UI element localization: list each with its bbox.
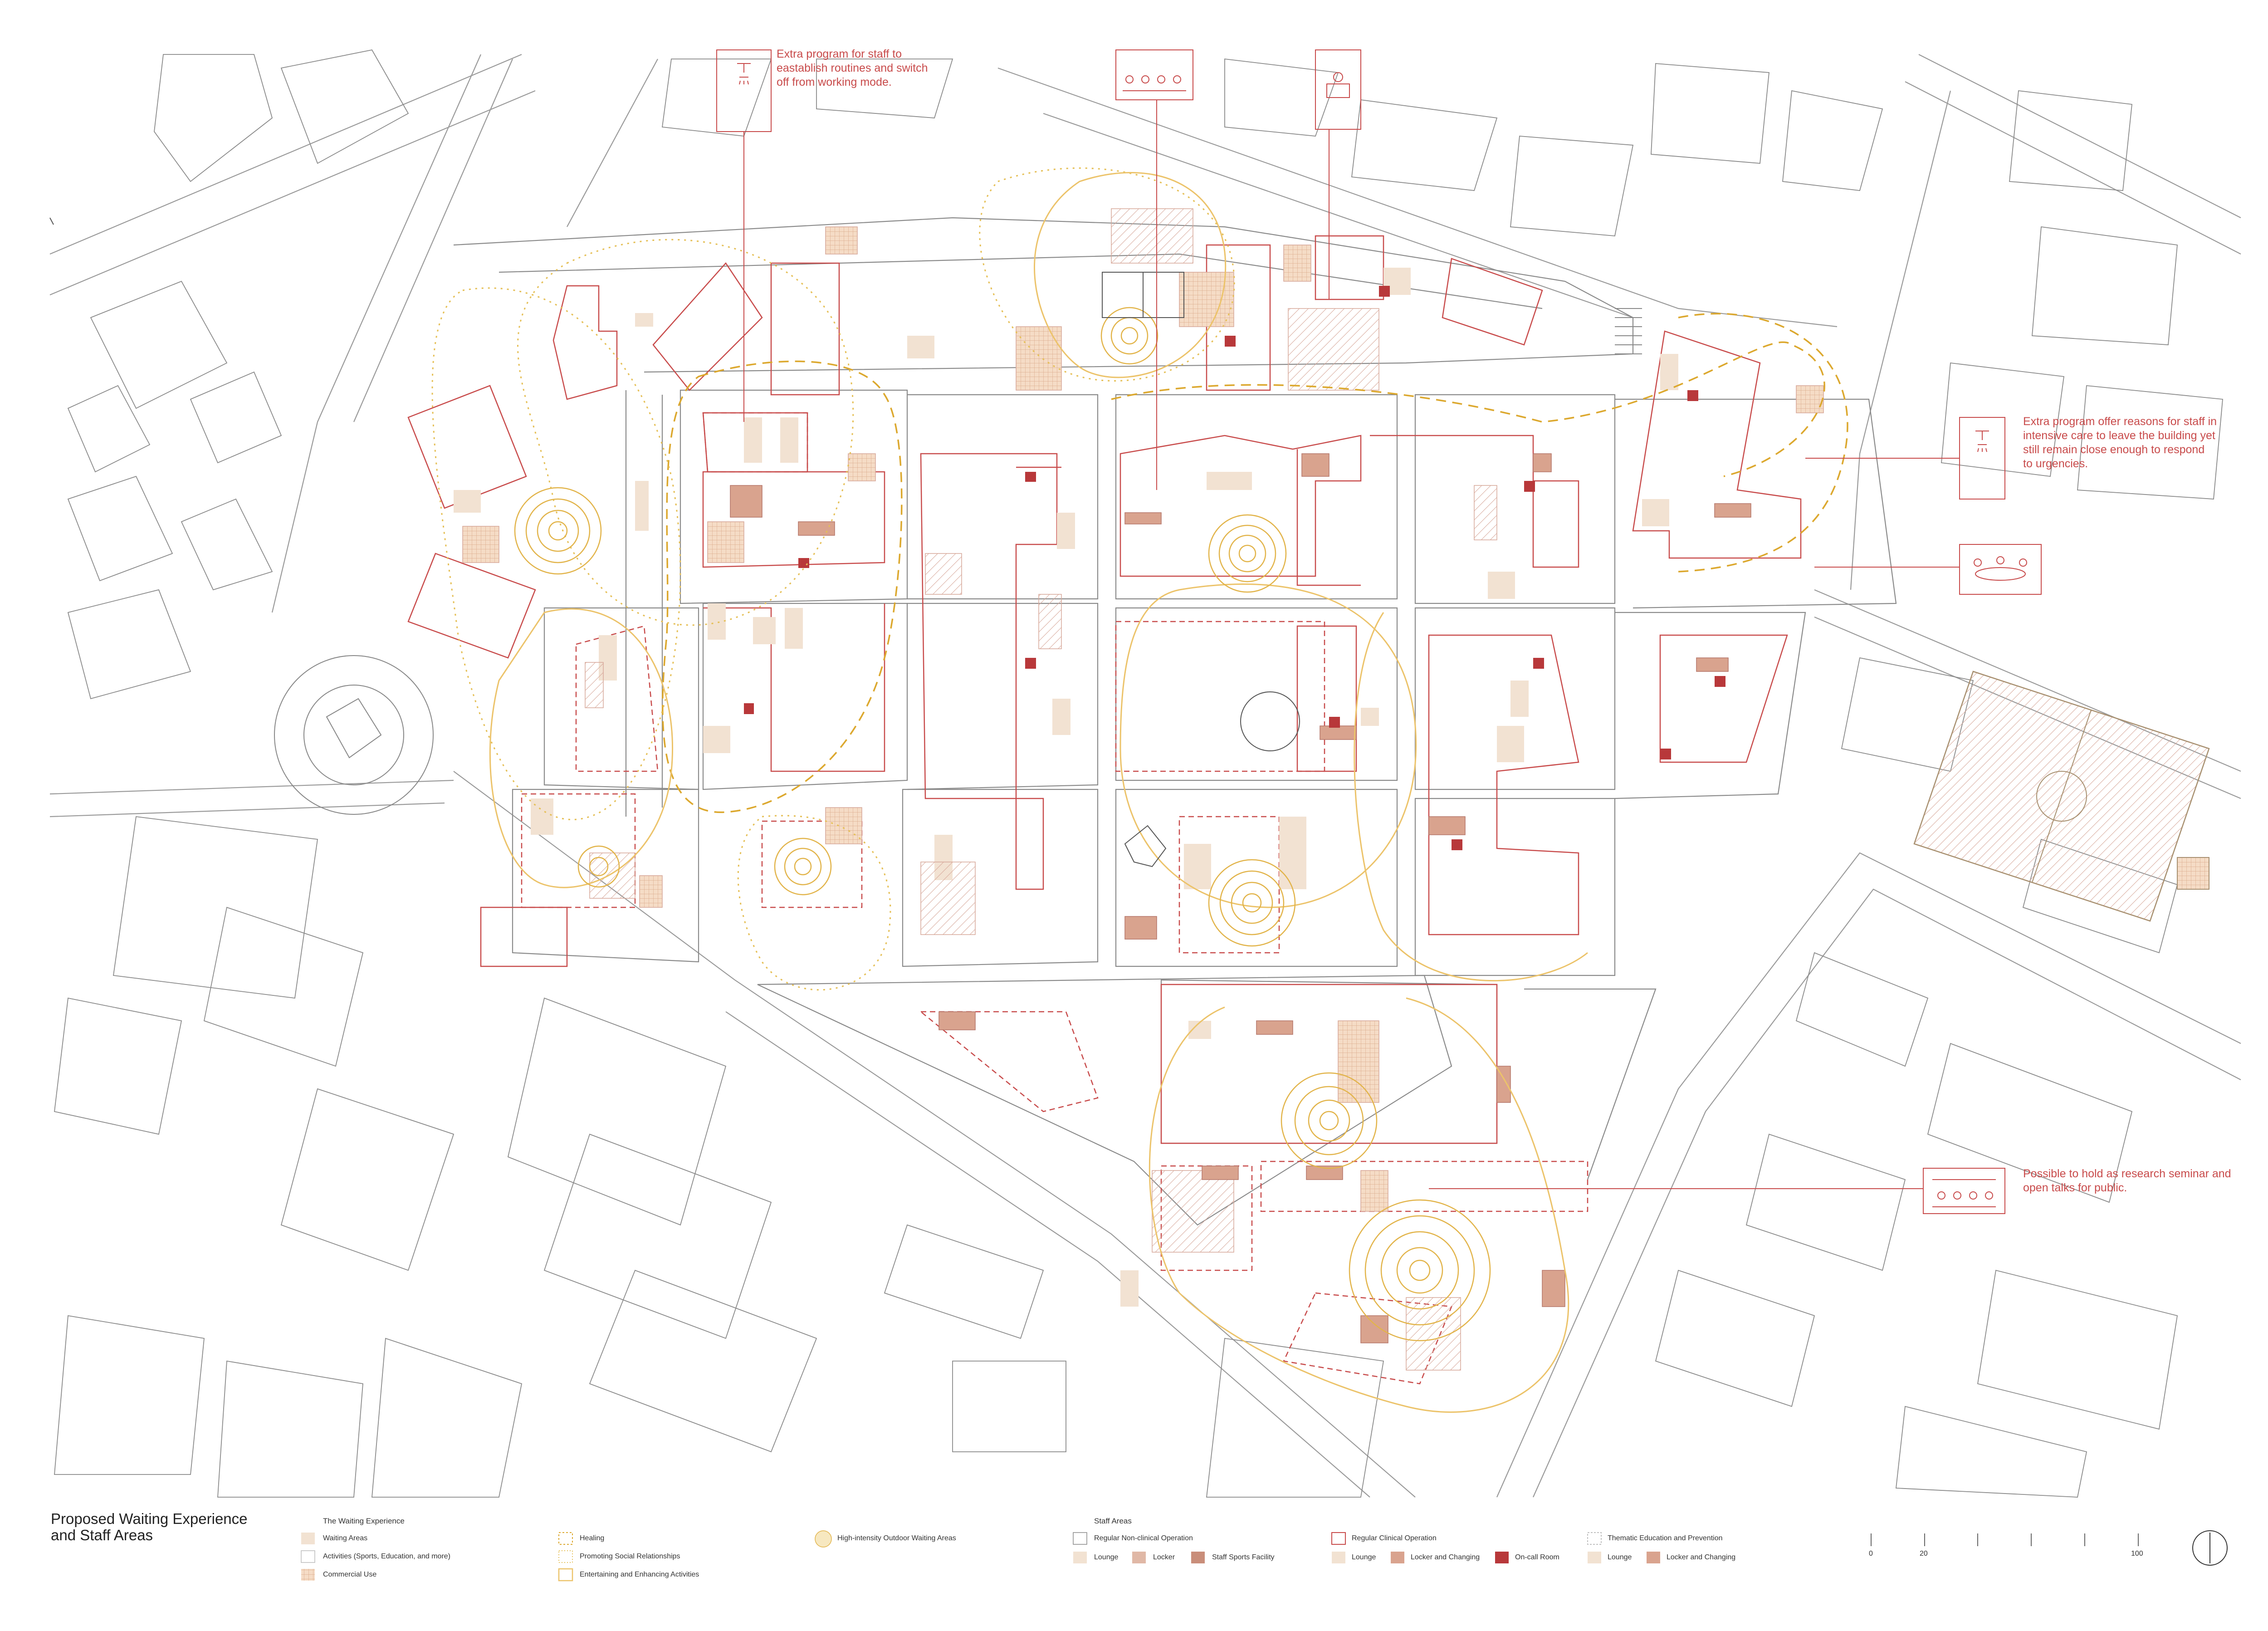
ring-4 [774, 838, 832, 896]
context-blocks [54, 49, 2223, 1498]
scale-label-100: 100 [2131, 1550, 2143, 1558]
high-intensity-waiting-areas [514, 307, 1491, 1342]
seminar-icon [1115, 49, 1193, 100]
legend-nc-sports: Staff Sports Facility [1212, 1553, 1275, 1561]
legend-commercial: Commercial Use [323, 1571, 377, 1578]
campus-details [1102, 272, 1642, 867]
scale-label-20: 20 [1920, 1550, 1928, 1558]
legend-activities: Activities (Sports, Education, and more) [323, 1553, 451, 1560]
shower-icon-2 [1959, 417, 2005, 500]
ring-2 [1100, 307, 1158, 365]
activity-areas [585, 208, 1497, 1371]
legend-c-oncall: On-call Room [1515, 1553, 1559, 1561]
ring-5 [1208, 859, 1296, 947]
reading-icon [1315, 49, 1361, 130]
context-streets [49, 54, 2241, 1498]
ring-1 [514, 487, 602, 575]
legend-staff-heading: Staff Areas [1094, 1517, 1132, 1525]
legend-social: Promoting Social Relationships [580, 1553, 680, 1560]
legend-clinical: Regular Clinical Operation [1352, 1534, 1437, 1542]
social-zones [662, 313, 1848, 813]
roundabout [274, 655, 434, 815]
legend-c-lounge: Lounge [1352, 1553, 1376, 1561]
north-arrow-icon [2192, 1530, 2228, 1566]
shower-icon [716, 49, 772, 132]
legend-healing: Healing [580, 1534, 605, 1542]
legend-c-locker: Locker and Changing [1411, 1553, 1480, 1561]
commercial-use [462, 226, 1824, 1212]
ring-6 [1281, 1072, 1378, 1169]
legend-waiting-areas: Waiting Areas [323, 1534, 368, 1542]
callout-leaders [743, 100, 1960, 1189]
healing-zones [431, 167, 1235, 991]
legend-non-clinical: Regular Non-clinical Operation [1094, 1534, 1193, 1542]
thematic-dashed-areas [521, 412, 1589, 1385]
annotation-intensive-care: Extra program offer reasons for staff in… [2023, 415, 2217, 470]
annotation-research-seminar: Possible to hold as research seminar and… [2023, 1167, 2231, 1194]
legend-entertaining: Entertaining and Enhancing Activities [580, 1571, 699, 1578]
ring-3 [1208, 514, 1287, 593]
scale-bar [1871, 1533, 2139, 1546]
legend-thematic: Thematic Education and Prevention [1608, 1534, 1723, 1542]
entertaining-zones [489, 172, 1588, 1413]
annotation-staff-routines: Extra program for staff to eastablish ro… [777, 48, 928, 88]
ring-8 [577, 845, 620, 888]
on-call-rooms [744, 286, 1725, 850]
legend-swatches [301, 1530, 1660, 1582]
campus-roads [453, 217, 1897, 1226]
dining-icon [1959, 544, 2042, 595]
staff-lockers [730, 453, 1751, 1343]
legend-t-locker: Locker and Changing [1667, 1553, 1736, 1561]
football-field [1913, 671, 2210, 922]
clinical-buildings [407, 235, 1802, 1144]
scale-label-0: 0 [1869, 1550, 1873, 1558]
seminar-icon-2 [1923, 1168, 2005, 1214]
legend-waiting-heading: The Waiting Experience [323, 1517, 405, 1525]
ring-7 [1349, 1199, 1491, 1342]
legend-nc-lounge: Lounge [1094, 1553, 1119, 1561]
legend-t-lounge: Lounge [1608, 1553, 1632, 1561]
map-title: Proposed Waiting Experience and Staff Ar… [51, 1510, 248, 1543]
legend-nc-locker: Locker [1153, 1553, 1175, 1561]
legend-high-intensity: High-intensity Outdoor Waiting Areas [837, 1534, 956, 1542]
